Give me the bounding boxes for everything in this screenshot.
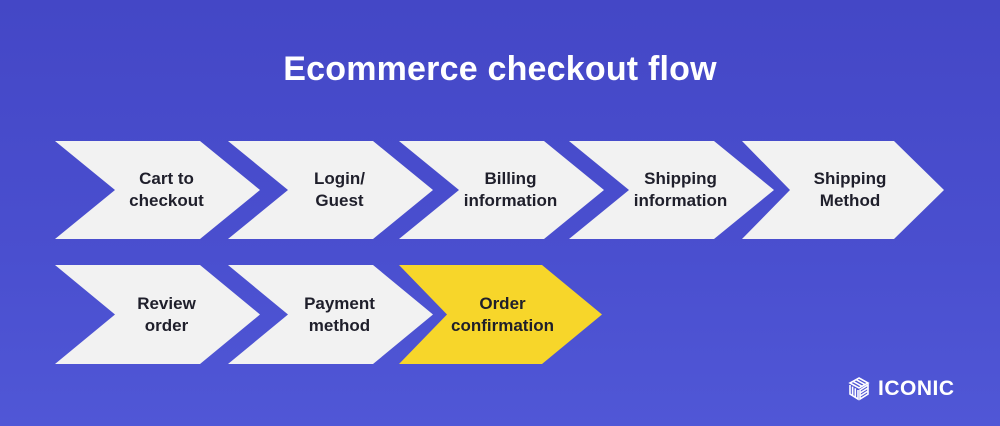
logo-text: ICONIC [878,377,955,400]
chevron-shape [55,265,260,364]
step-label-line2: information [463,191,558,210]
step-label-line2: Method [819,191,881,210]
step-label-line2: confirmation [451,315,554,335]
chevron-shape [569,141,774,239]
cube-stripes-icon [848,377,870,401]
step-label-line1: Shipping [644,169,717,188]
chevron-shape-highlighted [399,265,602,364]
step-label-line1: Order [479,293,526,313]
step-shipping-information: Shipping information [569,141,774,239]
chevron-shape [55,141,260,239]
step-label-line1: Billing [484,169,537,188]
step-label-line2: checkout [129,191,204,210]
step-cart-to-checkout: Cart to checkout [55,141,260,239]
step-label-line2: order [144,315,189,335]
iconic-logo: ICONIC [848,377,955,401]
step-label-line1: Login/ [314,169,365,188]
step-label-line1: Review [137,293,196,313]
step-label-line1: Payment [304,293,375,313]
chevron-shape [399,141,604,239]
chevron-shape [228,141,433,239]
step-label-line1: Cart to [139,169,194,188]
step-billing-information: Billing information [399,141,604,239]
step-label-line2: Guest [315,191,364,210]
diagram-title: Ecommerce checkout flow [283,50,717,88]
chevron-shape [228,265,433,364]
step-label-line1: Shipping [813,169,887,188]
step-label-line2: information [633,191,728,210]
step-label-line2: method [308,315,371,335]
chevron-shape [742,141,944,239]
step-login-guest: Login/Guest [228,141,433,239]
